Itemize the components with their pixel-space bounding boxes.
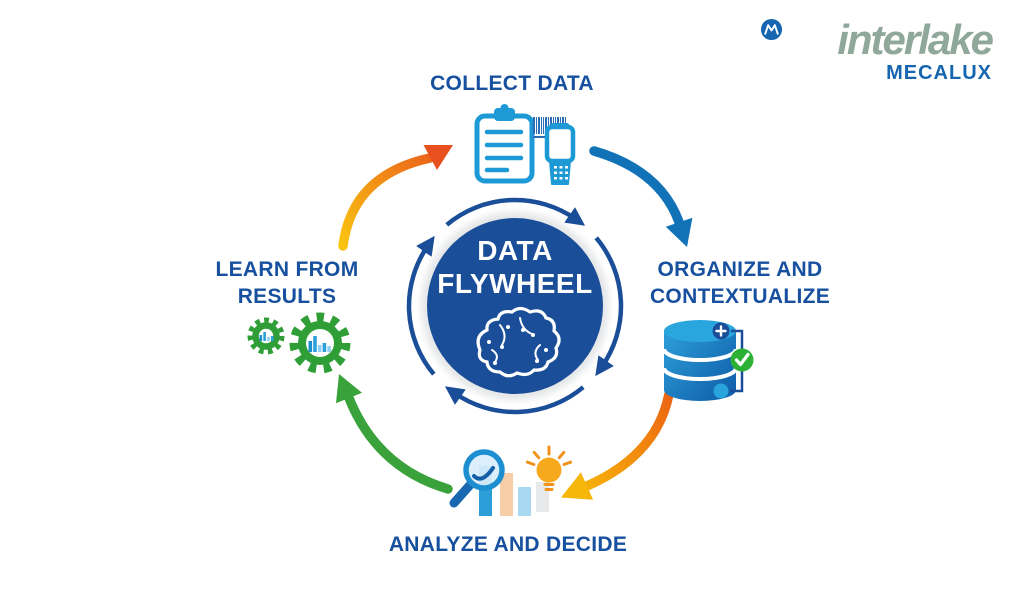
mini-bars-large <box>308 336 331 352</box>
handheld-scanner-icon <box>544 123 576 185</box>
clipboard-icon <box>474 104 535 184</box>
arrow-collect-to-organize <box>589 146 693 247</box>
stage-label-organize-line1: ORGANIZE AND <box>657 258 823 281</box>
ring-arrows-icon <box>406 197 624 415</box>
ai-brain-icon <box>476 306 561 378</box>
arrow-learn-to-collect <box>338 145 453 251</box>
arrow-analyze-to-learn <box>336 374 453 494</box>
stage-label-organize-line2: CONTEXTUALIZE <box>649 285 831 308</box>
mecalux-m-icon <box>760 18 783 41</box>
mecalux-wordmark: MECALUX <box>886 62 992 84</box>
stage-label-collect-data: COLLECT DATA <box>430 72 594 95</box>
center-circle <box>427 218 603 394</box>
stage-label-learn: LEARN FROM RESULTS <box>172 256 402 310</box>
flywheel-title: DATA FLYWHEEL <box>425 234 605 300</box>
flywheel-title-line1: DATA <box>477 235 553 266</box>
arrow-organize-to-analyze <box>561 389 674 500</box>
flywheel-title-line2: FLYWHEEL <box>437 268 593 299</box>
lightbulb-icon <box>525 445 573 491</box>
database-icon <box>662 320 738 401</box>
mecalux-row: MECALUX <box>760 18 992 85</box>
mini-bars-small <box>259 332 274 341</box>
check-badge-icon <box>730 348 754 372</box>
interlake-wordmark: interlake <box>837 16 994 63</box>
node-dot-icon <box>713 383 729 399</box>
validation-circuit <box>712 322 754 399</box>
stage-label-learn-line2: RESULTS <box>237 285 337 308</box>
plus-badge-icon <box>712 322 730 340</box>
stage-label-analyze-decide: ANALYZE AND DECIDE <box>388 533 628 556</box>
flywheel-center <box>406 197 624 415</box>
gear-small-icon <box>247 317 285 355</box>
magnifier-icon <box>449 449 505 508</box>
gear-large-icon <box>289 312 351 374</box>
stage-label-learn-line1: LEARN FROM <box>215 258 359 281</box>
company-logo: interlake MECALUX <box>760 16 994 85</box>
stage-label-organize: ORGANIZE AND CONTEXTUALIZE <box>625 256 855 310</box>
